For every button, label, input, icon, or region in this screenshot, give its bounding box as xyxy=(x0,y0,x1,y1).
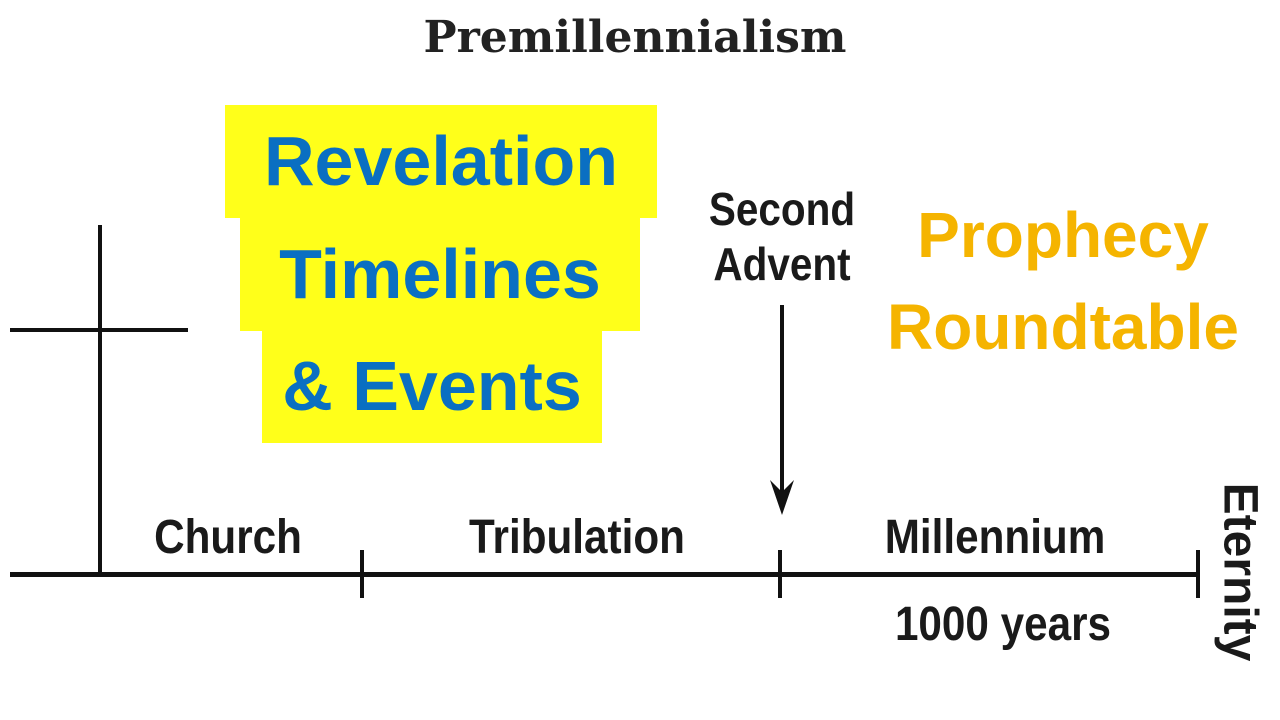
subtitle-line-2: Roundtable xyxy=(887,291,1239,363)
diagram-title: Premillennialism xyxy=(423,12,847,63)
event-label-line-2: Advent xyxy=(713,238,851,290)
period-tribulation: Tribulation xyxy=(469,511,685,564)
period-church: Church xyxy=(154,511,302,564)
cross-horizontal xyxy=(10,328,188,332)
down-arrow-icon xyxy=(770,305,794,515)
timeline-tick xyxy=(778,550,782,598)
end-label-eternity: Eternity xyxy=(1213,482,1267,662)
banner-line-1: Revelation xyxy=(225,105,657,218)
timeline-axis xyxy=(10,572,1200,577)
millennium-duration: 1000 years xyxy=(894,598,1112,651)
event-label-line-1: Second xyxy=(708,183,856,235)
period-millennium: Millennium xyxy=(884,511,1106,564)
banner-line-2: Timelines xyxy=(240,218,640,331)
timeline-tick xyxy=(1196,550,1200,598)
cross-vertical xyxy=(98,225,102,575)
banner-line-3: & Events xyxy=(262,330,602,443)
timeline-tick xyxy=(360,550,364,598)
subtitle-line-1: Prophecy xyxy=(917,199,1209,271)
